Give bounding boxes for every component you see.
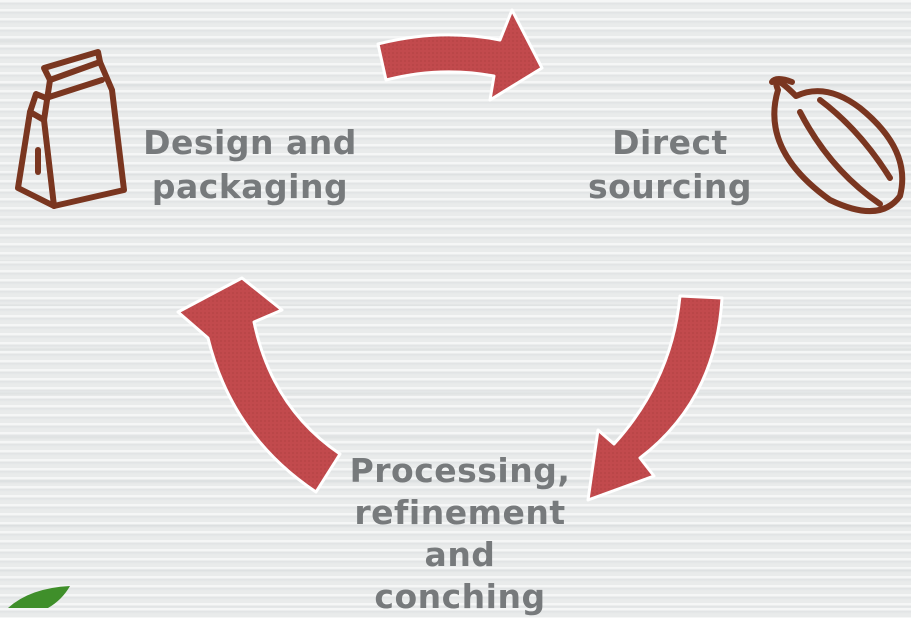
step-processing-line4: conching <box>374 577 546 616</box>
coffee-bag-icon <box>15 49 127 209</box>
step-processing-line2: refinement <box>354 493 566 532</box>
step-sourcing-line2: sourcing <box>587 167 753 206</box>
arrow-left <box>176 276 342 494</box>
arrow-top <box>376 8 544 102</box>
leaf-decoration <box>8 586 70 608</box>
arrow-right <box>586 294 724 502</box>
step-processing-line3: and <box>424 535 496 574</box>
step-sourcing-label: Direct sourcing <box>575 121 765 209</box>
step-sourcing-line1: Direct <box>612 123 728 162</box>
cocoa-bean-icon <box>769 76 906 214</box>
step-processing-line1: Processing, <box>349 451 571 490</box>
step-design-line1: Design and <box>143 123 357 162</box>
step-design-label: Design and packaging <box>140 121 360 209</box>
step-processing-label: Processing, refinement and conching <box>340 450 580 618</box>
step-design-line2: packaging <box>151 167 349 206</box>
